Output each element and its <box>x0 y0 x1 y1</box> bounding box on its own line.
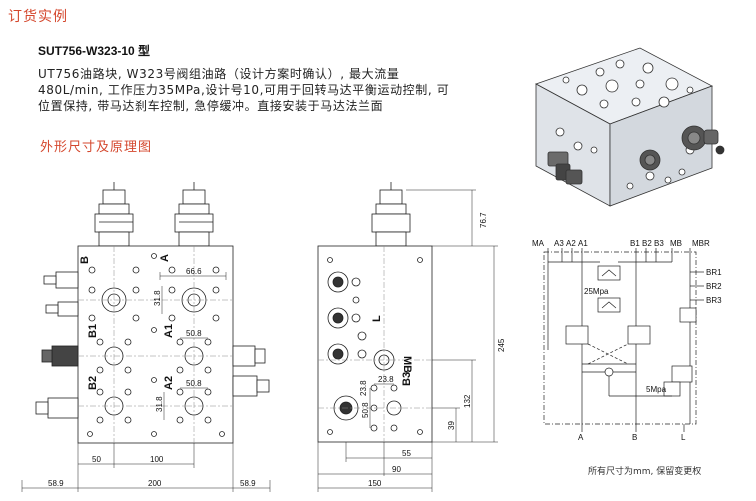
port-label-b: B <box>79 256 91 264</box>
dim-31-8: 31.8 <box>153 290 162 306</box>
dim-50-8-side: 50.8 <box>361 402 370 418</box>
sch-label-b3: B3 <box>654 239 664 248</box>
footer-note: 所有尺寸为mm, 保留变更权 <box>588 467 702 477</box>
dim-39: 39 <box>447 421 456 430</box>
sch-label-mbr: MBR <box>692 239 710 248</box>
sch-pressure-5: 5Mpa <box>646 385 667 394</box>
isometric-view <box>535 47 725 207</box>
dim-100: 100 <box>150 455 164 464</box>
sch-label-a2: A2 <box>566 239 576 248</box>
dim-50: 50 <box>92 455 101 464</box>
front-view <box>21 182 271 492</box>
sch-label-br1: BR1 <box>706 268 722 277</box>
section-subtitle: 外形尺寸及原理图 <box>40 140 153 155</box>
dim-66-6: 66.6 <box>186 267 202 276</box>
top-cartridge-left <box>94 182 134 247</box>
dim-150: 150 <box>368 479 382 488</box>
sch-label-b1: B1 <box>630 239 640 248</box>
model-number: SUT756-W323-10 型 <box>38 44 151 58</box>
sch-label-br3: BR3 <box>706 296 722 305</box>
sch-label-b: B <box>632 433 637 442</box>
hydraulic-schematic <box>543 248 704 432</box>
sch-label-br2: BR2 <box>706 282 722 291</box>
port-label-mb: MB <box>401 356 413 373</box>
port-label-b3: B3 <box>401 372 413 386</box>
dim-58-9-right: 58.9 <box>240 479 256 488</box>
left-fittings <box>35 271 79 419</box>
sch-label-a3: A3 <box>554 239 564 248</box>
top-cartridge-right <box>174 182 214 247</box>
dim-31-8-lower: 31.8 <box>155 396 164 412</box>
dim-90: 90 <box>392 465 401 474</box>
sch-label-ma: MA <box>532 239 545 248</box>
dim-23-8-vertical: 23.8 <box>359 380 368 396</box>
dim-55: 55 <box>402 449 411 458</box>
dim-50-8: 50.8 <box>186 329 202 338</box>
dim-200: 200 <box>148 479 162 488</box>
sch-label-l: L <box>681 433 686 442</box>
dim-76-7: 76.7 <box>479 212 488 228</box>
sch-label-b2: B2 <box>642 239 652 248</box>
port-label-b2: B2 <box>87 376 99 390</box>
port-label-a: A <box>159 254 171 262</box>
dim-50-8-lower: 50.8 <box>186 379 202 388</box>
dim-23-8: 23.8 <box>378 375 394 384</box>
dim-245: 245 <box>497 338 506 352</box>
sch-label-mb: MB <box>670 239 682 248</box>
sch-pressure-25: 25Mpa <box>584 287 609 296</box>
right-fittings <box>232 345 270 397</box>
sch-label-a1: A1 <box>578 239 588 248</box>
side-view <box>317 182 498 492</box>
port-label-a1: A1 <box>163 324 175 338</box>
dim-132: 132 <box>463 394 472 408</box>
dim-58-9-left: 58.9 <box>48 479 64 488</box>
port-label-b1: B1 <box>87 324 99 338</box>
page-title: 订货实例 <box>8 9 68 25</box>
port-label-a2: A2 <box>163 376 175 390</box>
sch-label-a: A <box>578 433 584 442</box>
port-label-l: L <box>371 315 383 322</box>
product-description: UT756油路块, W323号阀组油路（设计方案时确认）, 最大流量480L/m… <box>38 67 450 113</box>
